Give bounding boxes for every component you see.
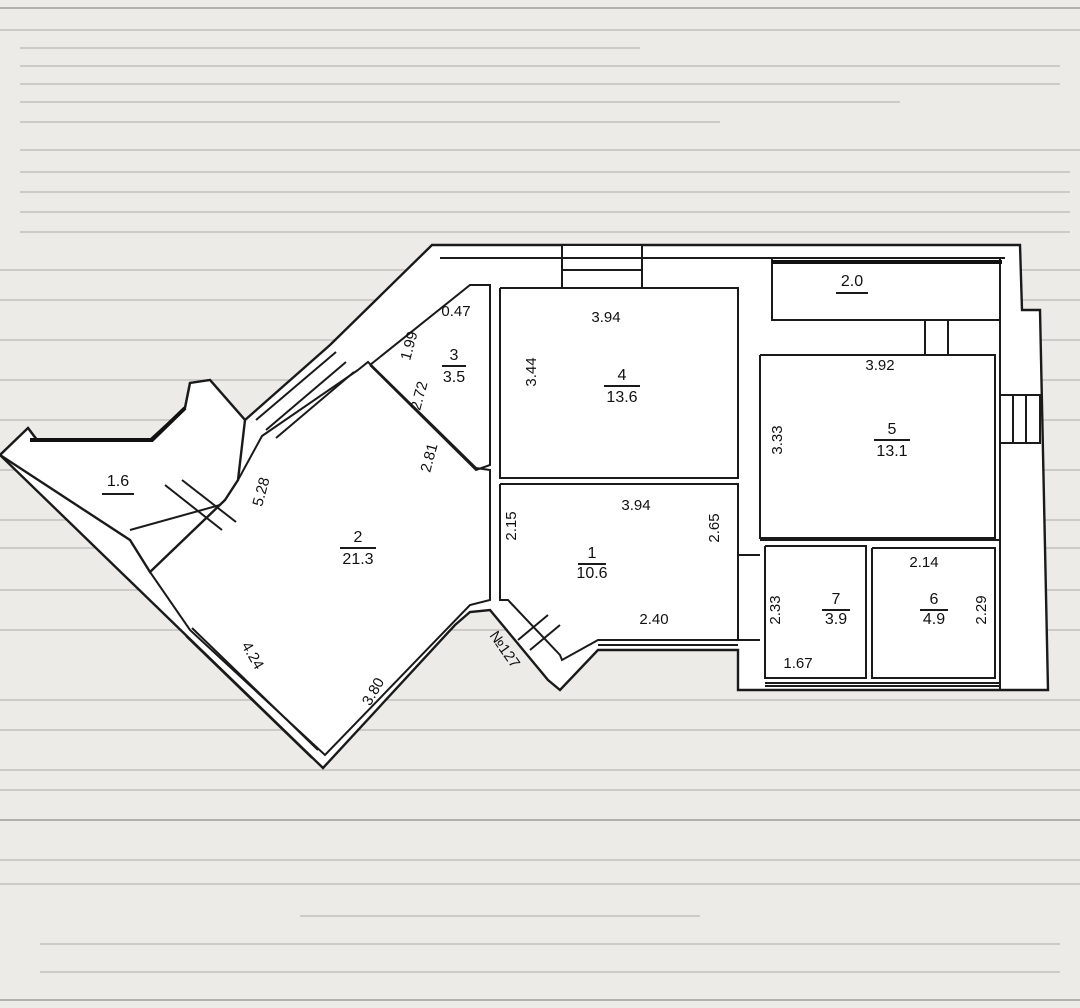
room7-area: 3.9 bbox=[825, 611, 847, 628]
balcony-left bbox=[0, 378, 247, 574]
room6-number: 6 bbox=[930, 591, 939, 608]
balcony-right bbox=[771, 257, 1002, 321]
window-room1 bbox=[598, 644, 738, 651]
dim-room1-top: 3.94 bbox=[621, 497, 650, 514]
dim-room4-top: 3.94 bbox=[591, 309, 620, 326]
dim-room5-top: 3.92 bbox=[865, 357, 894, 374]
balcony-right-area: 2.0 bbox=[841, 273, 863, 290]
room2-area: 21.3 bbox=[342, 551, 373, 568]
entrance-marker bbox=[517, 614, 561, 651]
room6-area: 4.9 bbox=[923, 611, 945, 628]
dim-room5-left: 3.33 bbox=[769, 425, 786, 454]
room-labels: 1 10.6 2 21.3 3 3.5 4 13.6 5 13.1 6 4.9 … bbox=[102, 273, 948, 628]
windows bbox=[185, 244, 1041, 759]
dim-room1-left: 2.15 bbox=[503, 511, 520, 540]
room4-area: 13.6 bbox=[606, 389, 637, 406]
window-room2-upper bbox=[255, 351, 355, 439]
room5-number: 5 bbox=[888, 421, 897, 438]
room2-number: 2 bbox=[354, 529, 363, 546]
dim-room2-upper-left: 5.28 bbox=[249, 476, 273, 509]
dim-room1-right: 2.65 bbox=[706, 513, 723, 542]
dim-room4-left: 3.44 bbox=[523, 357, 540, 386]
room1-area: 10.6 bbox=[576, 565, 607, 582]
room7-number: 7 bbox=[832, 591, 841, 608]
balcony-left-area: 1.6 bbox=[107, 473, 129, 490]
dim-room3-left: 1.99 bbox=[397, 330, 421, 363]
room1-number: 1 bbox=[588, 545, 597, 562]
dim-room6-top: 2.14 bbox=[909, 554, 938, 571]
dim-room7-left: 2.33 bbox=[767, 595, 784, 624]
room3-number: 3 bbox=[450, 347, 459, 364]
room5-area: 13.1 bbox=[876, 443, 907, 460]
window-room5 bbox=[999, 394, 1041, 444]
dim-room2-upper-right: 2.81 bbox=[417, 442, 441, 475]
room4-number: 4 bbox=[618, 367, 627, 384]
dim-room3-top: 0.47 bbox=[441, 303, 470, 320]
room3-area: 3.5 bbox=[443, 369, 465, 386]
dim-room7-bottom: 1.67 bbox=[783, 655, 812, 672]
window-room2-lower bbox=[185, 627, 319, 759]
dim-room3-diag: 2.72 bbox=[407, 380, 431, 413]
window-room4 bbox=[561, 244, 643, 289]
dim-room6-right: 2.29 bbox=[973, 595, 990, 624]
dim-room1-bottom: 2.40 bbox=[639, 611, 668, 628]
